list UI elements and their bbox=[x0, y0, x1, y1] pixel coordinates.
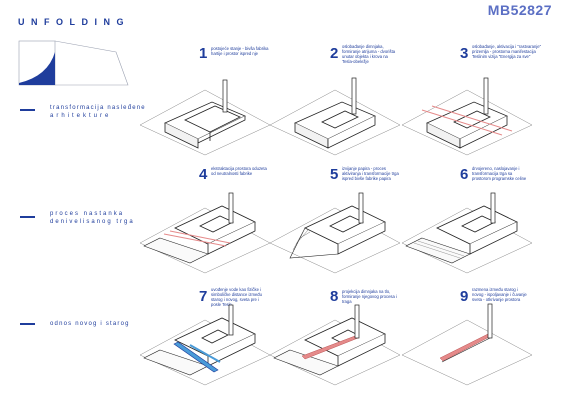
panel-1-number: 1 bbox=[199, 45, 208, 62]
panel-3-number: 3 bbox=[460, 45, 469, 62]
side-label-1: transformacija nasleđene arhitekture bbox=[50, 104, 146, 120]
side-label-3: odnos novog i starog bbox=[50, 320, 130, 328]
panel-7-caption: uvođenje vode kao fizičke i simboličke d… bbox=[211, 287, 262, 307]
side-label-3-line1: odnos novog i starog bbox=[50, 321, 130, 327]
panel-8-drawing bbox=[269, 304, 401, 386]
panel-6-drawing bbox=[401, 192, 533, 274]
panel-1-caption: postojeće stanje - bivša fabrika hartije… bbox=[211, 46, 269, 56]
side-dash-2 bbox=[20, 216, 35, 218]
panel-2-drawing bbox=[269, 77, 401, 156]
panel-2-caption: oslobađanje dimnjaka, formiranje atrijum… bbox=[342, 44, 396, 64]
panel-6-number: 6 bbox=[460, 166, 469, 183]
side-dash-1 bbox=[20, 109, 35, 111]
panel-5-caption: izvijanje papira - proces aktiviranja i … bbox=[342, 166, 399, 181]
panel-5-drawing bbox=[269, 192, 401, 274]
panel-7-drawing bbox=[139, 304, 271, 386]
panel-9-drawing bbox=[401, 303, 533, 386]
panel-4-drawing bbox=[139, 192, 271, 274]
panel-1-drawing bbox=[139, 79, 271, 156]
side-label-1-line1: transformacija nasleđene bbox=[50, 105, 146, 111]
page-title: UNFOLDING bbox=[18, 17, 130, 27]
panel-9-caption: razmena između starog i novog - ispoljav… bbox=[472, 287, 527, 302]
panel-4-number: 4 bbox=[199, 166, 208, 183]
panel-8-number: 8 bbox=[330, 288, 339, 305]
panel-2-number: 2 bbox=[330, 45, 339, 62]
panel-4-caption: ekstraktacija prostora oduzeta od neutra… bbox=[211, 166, 267, 176]
panel-9-number: 9 bbox=[460, 288, 469, 305]
panel-3-caption: oslobađanje, aktivacija i "rastvaranje" … bbox=[472, 44, 542, 59]
panel-6-caption: drvojereno, naslojavanje i transformacij… bbox=[472, 166, 527, 181]
unfolding-sheet-graphic bbox=[18, 40, 129, 86]
side-label-2: proces nastanka denivelisanog trga bbox=[50, 210, 135, 226]
side-label-1-line2: arhitekture bbox=[50, 113, 112, 119]
panel-7-number: 7 bbox=[199, 288, 208, 305]
side-label-2-line1: proces nastanka bbox=[50, 211, 125, 217]
side-label-2-line2: denivelisanog trga bbox=[50, 219, 135, 225]
panel-5-number: 5 bbox=[330, 166, 339, 183]
panel-3-drawing bbox=[401, 77, 533, 156]
project-code: MB52827 bbox=[487, 2, 552, 18]
panel-8-caption: projekcija dimnjaka na tlo, formiranje n… bbox=[342, 289, 397, 304]
side-dash-3 bbox=[20, 323, 35, 325]
